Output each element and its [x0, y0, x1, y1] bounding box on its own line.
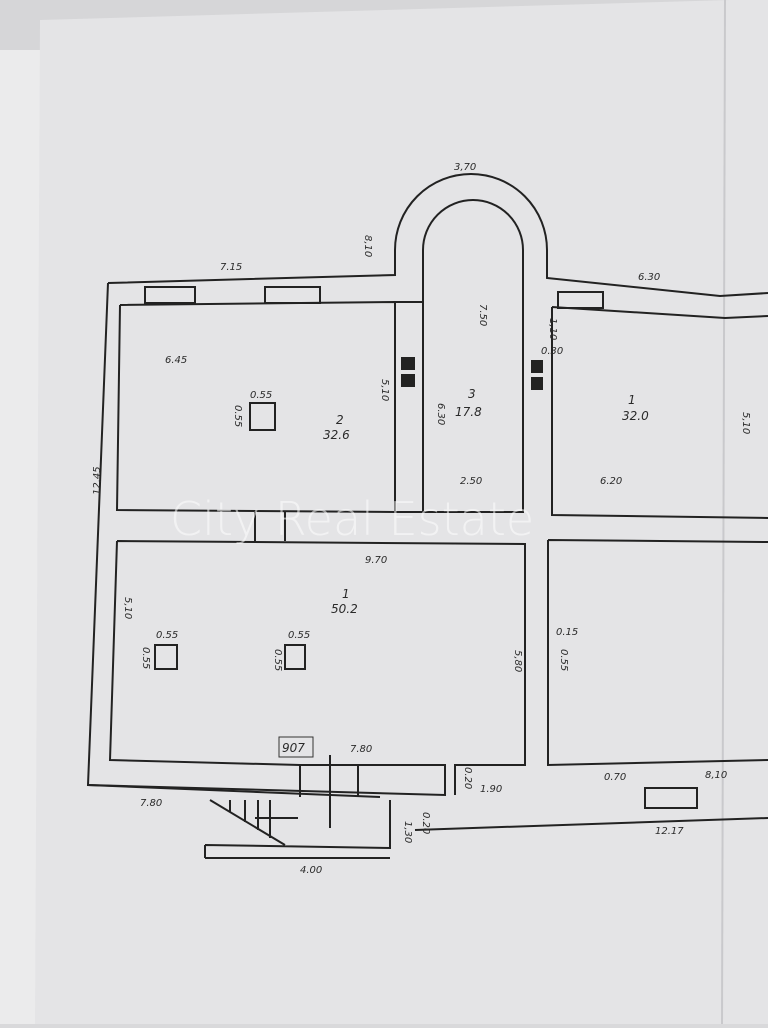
dimension-label: 0.30 [541, 346, 563, 357]
room3-walls [422, 199, 524, 513]
room1-area: 32.0 [622, 409, 649, 423]
dimension-label: 1,30 [402, 821, 413, 843]
room1-top-walls [551, 306, 768, 519]
hall-area: 50.2 [331, 602, 358, 616]
dimension-label: 1.90 [480, 784, 502, 795]
dimension-label: 5,80 [512, 650, 523, 672]
dimension-label: 0.55 [232, 405, 243, 427]
dimension-label: 7.15 [220, 262, 242, 273]
dimension-label: 6.30 [638, 272, 660, 283]
window-3 [557, 291, 604, 309]
stair-steps [229, 800, 271, 838]
dimension-label: 6.20 [600, 476, 622, 487]
dimension-labels: 3,70 8,10 7.15 6.30 6.45 5,10 7.50 6.30 … [92, 162, 751, 876]
hall-walls [108, 540, 526, 795]
window-1 [144, 286, 196, 304]
dimension-label: 7.80 [350, 744, 372, 755]
dimension-label: 0.55 [156, 630, 178, 641]
room3-area: 17.8 [455, 405, 482, 419]
corridor-strip [394, 301, 424, 513]
dimension-label: 3,70 [454, 162, 476, 173]
partition-lines [254, 512, 286, 541]
room2-area: 32.6 [323, 428, 350, 442]
dimension-label: 5,10 [122, 597, 133, 619]
dimension-label: 0.55 [272, 649, 283, 671]
room1-number: 1 [628, 393, 636, 407]
stamp-box [278, 736, 314, 758]
bottom-right-wall [414, 817, 768, 831]
ventilation-ducts [401, 357, 543, 390]
dimension-label: 8,10 [362, 235, 373, 257]
paper-fold [721, 0, 726, 1025]
window-4 [644, 787, 698, 809]
room2-number: 2 [336, 413, 344, 427]
dimension-label: 0.55 [140, 647, 151, 669]
dimension-label: 0.55 [558, 649, 569, 671]
door-lines [299, 755, 359, 828]
dimension-label: 0.20 [462, 767, 473, 789]
dimension-label: 1,10 [547, 318, 558, 340]
dimension-label: 0.20 [420, 812, 431, 834]
stairs [204, 799, 391, 859]
stamp-number: 907 [282, 741, 305, 755]
dimension-label: 0.55 [288, 630, 310, 641]
room3-number: 3 [468, 387, 476, 401]
dimension-label: 5,10 [379, 379, 390, 401]
watermark: City Real Estate [170, 492, 534, 546]
dimension-label: 6.45 [165, 355, 187, 366]
dimension-label: 9.70 [365, 555, 387, 566]
window-2 [264, 286, 321, 304]
dimension-label: 7.80 [140, 798, 162, 809]
column-hall-2 [284, 644, 306, 670]
dimension-label: 0.70 [604, 772, 626, 783]
dimension-label: 0.55 [250, 390, 272, 401]
dimension-label: 2.50 [460, 476, 482, 487]
dimension-label: 8,10 [705, 770, 727, 781]
dimension-label: 4.00 [300, 865, 322, 876]
dimension-label: 6.30 [435, 403, 446, 425]
hall-number: 1 [342, 587, 350, 601]
walls [86, 173, 768, 859]
base-wall [87, 784, 381, 798]
outer-top-wall [107, 173, 768, 298]
room-labels: 2 32.6 3 17.8 1 32.0 1 50.2 [323, 387, 649, 616]
dimension-label: 12.17 [655, 826, 684, 837]
dimension-label: 5,10 [740, 412, 751, 434]
column-room2 [249, 402, 276, 431]
outer-left-wall [86, 282, 446, 797]
dimension-label: 7.50 [477, 304, 488, 326]
dimension-label: 12,45 [92, 466, 103, 495]
dimension-label: 0.15 [556, 627, 578, 638]
column-hall-1 [154, 644, 178, 670]
room-right-walls [547, 539, 768, 767]
